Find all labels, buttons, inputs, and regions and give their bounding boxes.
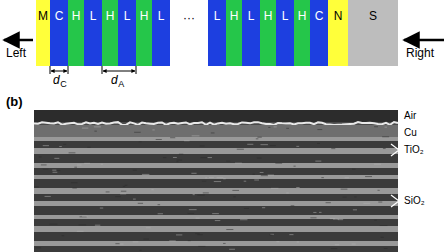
layer-band: C [310,0,328,66]
layer-label: Air [404,111,416,121]
layer-band: S [348,0,398,66]
layer-letter: H [230,10,239,22]
dimension-label: d [111,74,118,86]
direction-arrow [4,39,33,42]
layer-letter: L [124,10,131,22]
ellipsis: ··· [183,12,195,24]
layer-band: L [242,0,260,66]
layer-letter: C [55,10,64,22]
layer-band: H [136,0,152,66]
layer-band: L [152,0,170,66]
layer-letter: L [214,10,221,22]
dimension-subscript: A [118,80,124,89]
panel-label: (b) [6,95,23,108]
layer-label: SiO₂ [404,196,425,206]
layer-band: C [50,0,68,66]
layer-letter: L [282,10,289,22]
layer-letter: L [248,10,255,22]
layer-band: L [84,0,102,66]
layer-letter: H [106,10,115,22]
layer-letter: C [315,10,324,22]
layer-letter: H [140,10,149,22]
layer-band: L [276,0,294,66]
layer-band: M [36,0,50,66]
sem-micrograph [34,110,399,252]
layer-letter: L [158,10,165,22]
layer-letter: S [369,10,377,22]
layer-letter: M [38,10,48,22]
layer-band: L [118,0,136,66]
layer-band: H [68,0,84,66]
layer-band: L [208,0,226,66]
layer-letter: L [90,10,97,22]
layer-band: H [294,0,310,66]
layer-band: H [260,0,276,66]
layer-band: N [328,0,348,66]
dimension-label: d [53,74,60,86]
dimension-subscript: C [60,80,67,89]
direction-label: Right [406,47,434,59]
dimension-mark [102,66,136,74]
layer-band: H [226,0,242,66]
layer-letter: H [264,10,273,22]
layer-letter: N [334,10,343,22]
direction-label: Left [6,47,26,59]
dimension-mark [50,66,68,74]
layer-band: H [102,0,118,66]
layer-label: Cu [404,128,417,138]
layer-label: TiO₂ [404,145,424,155]
layer-letter: H [298,10,307,22]
direction-arrow [404,39,444,42]
layer-letter: H [72,10,81,22]
